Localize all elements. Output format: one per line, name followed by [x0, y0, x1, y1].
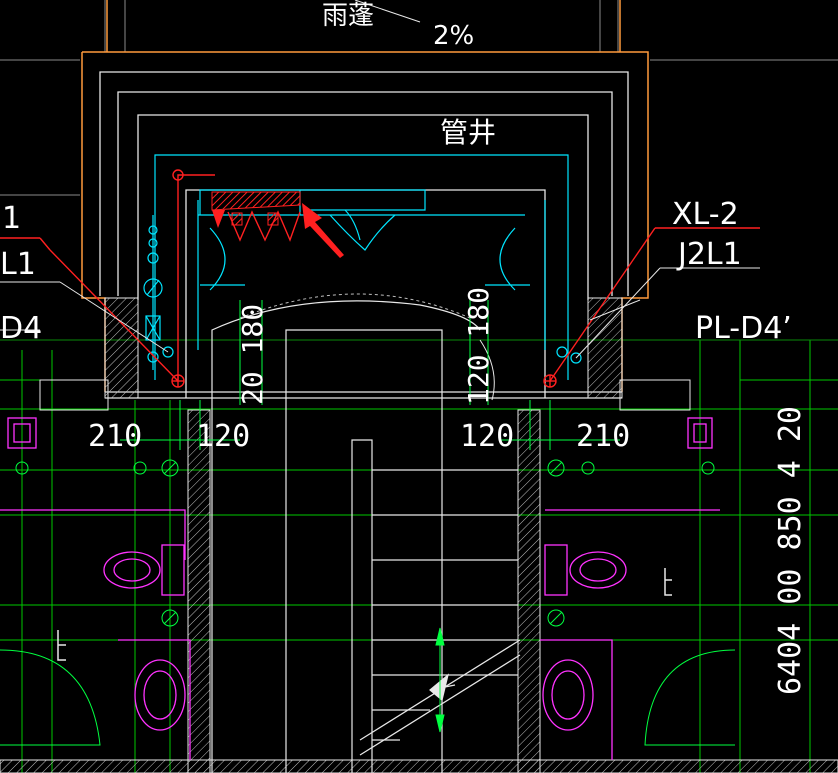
left-pipe-fittings: [143, 215, 582, 370]
plumbing-fixtures: [0, 417, 720, 760]
door-marks: [57, 568, 672, 661]
pipe-label-xl2: XL-2: [672, 197, 739, 232]
dimension-ticks: [120, 300, 620, 733]
hatched-walls: [0, 297, 838, 773]
dim-vertical-left: 20 180: [236, 304, 269, 405]
stairwell: [211, 300, 521, 773]
slope-label: 2%: [433, 21, 474, 51]
red-hatched-element: [211, 191, 301, 242]
left-label-fragment-d4: D4: [0, 311, 42, 346]
dim-120-left: 120: [196, 419, 250, 454]
door-arcs: [0, 649, 736, 746]
leader-lines: [0, 0, 760, 359]
canopy-label: 雨蓬: [322, 1, 374, 31]
dim-210-right: 210: [576, 419, 630, 454]
shaft-label: 管井: [440, 116, 496, 149]
valve-icons: [15, 459, 715, 627]
shaft-walls: [99, 71, 629, 399]
dim-vertical-far-right: 6404 00 850 4 20: [773, 406, 808, 695]
arrow-pointer-icon: [302, 203, 344, 258]
grid-lines: [0, 339, 838, 773]
upper-gray-lines: [0, 0, 838, 196]
dim-120-right: 120: [460, 419, 514, 454]
cyan-pipes: [154, 154, 569, 380]
dim-vertical-right-center: 120 180: [462, 287, 495, 405]
red-pipes: [0, 169, 760, 388]
left-label-fragment-1: 1: [2, 201, 21, 236]
dim-210-left: 210: [88, 419, 142, 454]
left-label-fragment-2: L1: [0, 247, 36, 282]
pipe-label-pl-d4: PL-D4’: [695, 311, 792, 346]
canopy-outline: [81, 0, 649, 392]
pipe-label-j2l1: J2L1: [676, 237, 742, 272]
door-swing-arc: [239, 293, 495, 401]
